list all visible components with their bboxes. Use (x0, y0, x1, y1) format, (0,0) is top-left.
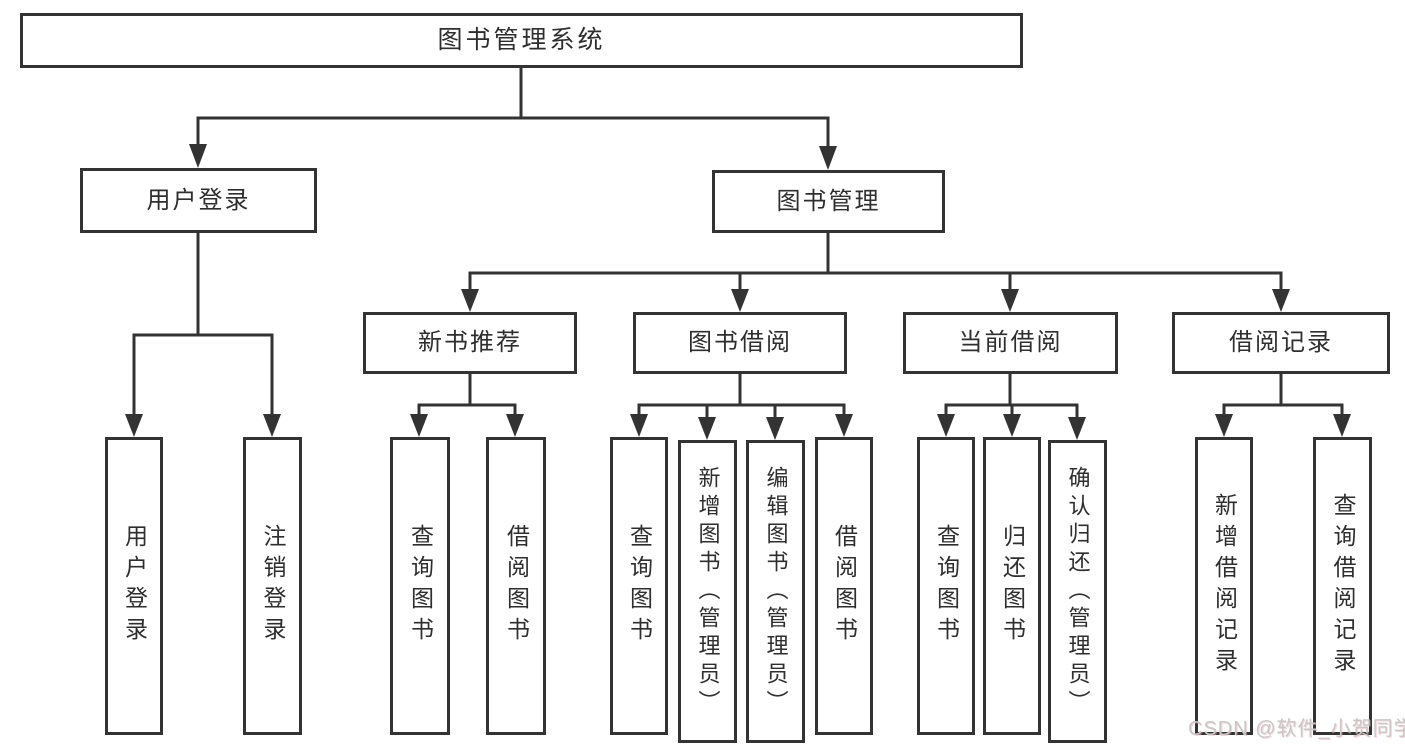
node-query-books-current-label: 查询图书 (933, 524, 960, 648)
node-book-borrowing-label: 图书借阅 (688, 329, 792, 356)
node-user-login-label: 用户登录 (146, 186, 251, 214)
csdn-watermark: CSDN @软件_小贺同学 (1188, 718, 1405, 740)
node-user-login: 用户登录 (80, 168, 317, 233)
node-borrow-books-recommend-label: 借阅图书 (503, 524, 530, 648)
node-confirm-return-admin-label: 确认归还（管理员） (1065, 465, 1091, 718)
node-edit-books-admin-label: 编辑图书（管理员） (763, 465, 789, 718)
node-book-management-label: 图书管理 (776, 187, 881, 215)
node-return-books-label: 归还图书 (999, 524, 1026, 648)
node-edit-books-admin: 编辑图书（管理员） (746, 440, 805, 743)
node-add-books-admin: 新增图书（管理员） (678, 440, 737, 743)
node-new-book-recommend: 新书推荐 (363, 312, 577, 374)
node-book-management: 图书管理 (712, 170, 945, 233)
node-logout-action: 注销登录 (243, 437, 302, 735)
node-query-borrow-record: 查询借阅记录 (1313, 437, 1372, 735)
node-root-label: 图书管理系统 (437, 26, 606, 54)
node-book-borrowing: 图书借阅 (633, 312, 847, 374)
node-query-books-recommend: 查询图书 (390, 437, 450, 735)
node-user-login-action-label: 用户登录 (121, 524, 148, 648)
node-current-borrowing: 当前借阅 (903, 312, 1118, 374)
node-borrow-books-borrowing: 借阅图书 (815, 437, 873, 735)
node-user-login-action: 用户登录 (105, 437, 163, 735)
node-query-books-recommend-label: 查询图书 (407, 524, 434, 648)
node-add-borrow-record-label: 新增借阅记录 (1211, 493, 1238, 679)
node-query-books-current: 查询图书 (917, 437, 975, 735)
node-current-borrowing-label: 当前借阅 (958, 329, 1063, 356)
node-borrowing-records: 借阅记录 (1172, 312, 1390, 374)
node-add-books-admin-label: 新增图书（管理员） (695, 465, 721, 718)
node-logout-action-label: 注销登录 (260, 524, 286, 648)
node-new-book-recommend-label: 新书推荐 (418, 329, 522, 356)
node-root: 图书管理系统 (20, 13, 1023, 68)
node-query-borrow-record-label: 查询借阅记录 (1330, 493, 1356, 679)
node-borrow-books-recommend: 借阅图书 (486, 437, 546, 735)
node-query-books-borrowing-label: 查询图书 (626, 524, 653, 648)
node-return-books: 归还图书 (983, 437, 1041, 735)
node-borrowing-records-label: 借阅记录 (1229, 329, 1333, 356)
node-borrow-books-borrowing-label: 借阅图书 (831, 524, 858, 648)
node-query-books-borrowing: 查询图书 (610, 437, 668, 735)
node-add-borrow-record: 新增借阅记录 (1195, 437, 1253, 735)
node-confirm-return-admin: 确认归还（管理员） (1048, 440, 1107, 743)
